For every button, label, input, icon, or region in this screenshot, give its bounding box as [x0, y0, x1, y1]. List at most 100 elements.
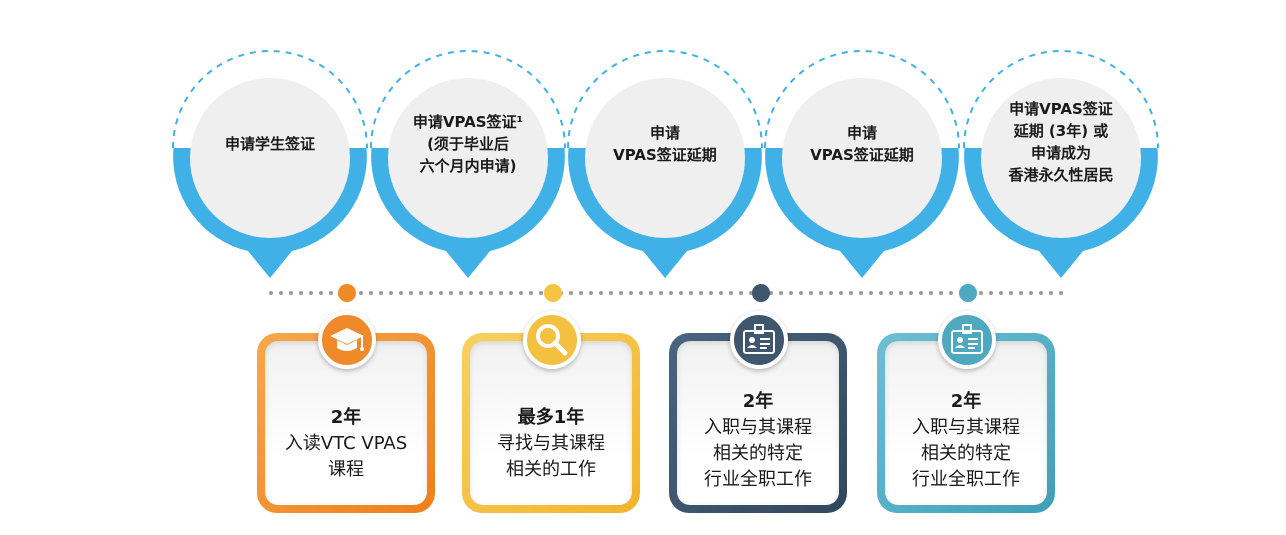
bubble-1-line-1: 申请学生签证	[224, 135, 315, 153]
timeline-dot	[329, 291, 333, 295]
timeline-dot	[569, 291, 573, 295]
timeline-dot	[369, 291, 373, 295]
timeline-dot	[819, 291, 823, 295]
bubble-3	[567, 50, 763, 278]
timeline-dot	[359, 291, 363, 295]
timeline-dot	[849, 291, 853, 295]
timeline-dot	[1059, 291, 1063, 295]
timeline-dot	[459, 291, 463, 295]
timeline-dot	[869, 291, 873, 295]
stage-4-title: 2年	[950, 391, 982, 412]
stage-4-line-1: 入职与其课程	[912, 417, 1020, 438]
timeline-dot	[289, 291, 293, 295]
timeline-dot	[399, 291, 403, 295]
stage-1-title: 2年	[330, 407, 362, 428]
timeline-dot	[529, 291, 533, 295]
stage-card-text: 2年 入读VTC VPAS 课程	[265, 405, 427, 483]
timeline-dot	[619, 291, 623, 295]
timeline-dot	[429, 291, 433, 295]
timeline-dot	[899, 291, 903, 295]
bubble-1-text: 申请学生签证	[195, 133, 345, 155]
timeline-dot	[599, 291, 603, 295]
timeline-dot	[1029, 291, 1033, 295]
timeline-dot	[1019, 291, 1023, 295]
badge-teal	[938, 311, 996, 369]
bubble-5-line-3: 申请成为	[1030, 144, 1091, 162]
stage-3-line-2: 相关的特定	[713, 443, 803, 464]
timeline-dot	[389, 291, 393, 295]
stage-card-panel: 2年 入职与其课程 相关的特定 行业全职工作	[885, 341, 1047, 505]
bubble-5-line-1: 申请VPAS签证	[1009, 100, 1113, 118]
timeline-dot	[909, 291, 913, 295]
stage-4-line-3: 行业全职工作	[912, 469, 1020, 490]
stage-1-line-1: 入读VTC VPAS	[284, 433, 408, 454]
timeline-dot	[919, 291, 923, 295]
timeline-dot	[889, 291, 893, 295]
stage-3-line-1: 入职与其课程	[704, 417, 812, 438]
bubble-4-line-2: VPAS签证延期	[810, 146, 914, 164]
timeline-dot	[769, 291, 773, 295]
timeline-dot	[499, 291, 503, 295]
stage-3-line-3: 行业全职工作	[704, 469, 812, 490]
timeline-dot	[299, 291, 303, 295]
timeline-dot	[409, 291, 413, 295]
timeline-marker-1	[338, 284, 356, 302]
timeline-dot	[949, 291, 953, 295]
timeline-dot	[739, 291, 743, 295]
timeline-dot	[839, 291, 843, 295]
bubble-2-line-1: 申请VPAS签证¹	[412, 113, 524, 131]
timeline-dot	[859, 291, 863, 295]
bubble-disk	[981, 78, 1141, 238]
timeline-dot	[539, 291, 543, 295]
bubble-5-line-2: 延期 (3年) 或	[1013, 122, 1109, 140]
timeline-dot	[589, 291, 593, 295]
timeline-dot	[699, 291, 703, 295]
timeline-dot	[489, 291, 493, 295]
id-badge-icon	[951, 324, 983, 354]
timeline-dot	[639, 291, 643, 295]
timeline-dot	[979, 291, 983, 295]
bubble-5	[963, 50, 1159, 278]
timeline-dot	[379, 291, 383, 295]
stage-1-line-2: 课程	[328, 459, 364, 480]
timeline-dot	[629, 291, 633, 295]
badge-slate	[730, 311, 788, 369]
timeline-dot	[309, 291, 313, 295]
stage-card-text: 2年 入职与其课程 相关的特定 行业全职工作	[677, 389, 839, 493]
timeline	[269, 284, 1063, 302]
timeline-dot	[579, 291, 583, 295]
timeline-dot	[449, 291, 453, 295]
graduation-cap-icon	[330, 328, 364, 351]
timeline-dot	[729, 291, 733, 295]
timeline-dot	[319, 291, 323, 295]
bubble-3-text: 申请 VPAS签证延期	[590, 122, 740, 166]
timeline-dot	[989, 291, 993, 295]
timeline-dot	[829, 291, 833, 295]
timeline-dot	[439, 291, 443, 295]
id-badge-icon	[743, 324, 775, 354]
bubble-2-line-3: 六个月内申请)	[419, 157, 517, 175]
stage-3-title: 2年	[742, 391, 774, 412]
badge-yellow	[523, 311, 581, 369]
timeline-dot	[649, 291, 653, 295]
bubble-2-text: 申请VPAS签证¹ (须于毕业后 六个月内申请)	[393, 111, 543, 177]
timeline-dot	[939, 291, 943, 295]
timeline-dot	[879, 291, 883, 295]
bubble-1	[172, 50, 368, 278]
stage-card-text: 2年 入职与其课程 相关的特定 行业全职工作	[885, 389, 1047, 493]
timeline-dot	[279, 291, 283, 295]
timeline-marker-2	[544, 284, 562, 302]
timeline-dot	[749, 291, 753, 295]
timeline-dot	[929, 291, 933, 295]
bubble-5-text: 申请VPAS签证 延期 (3年) 或 申请成为 香港永久性居民	[986, 98, 1136, 186]
timeline-dot	[509, 291, 513, 295]
timeline-dot	[1009, 291, 1013, 295]
timeline-dot	[789, 291, 793, 295]
timeline-dot	[519, 291, 523, 295]
timeline-dot	[469, 291, 473, 295]
timeline-dot	[719, 291, 723, 295]
stage-card-text: 最多1年 寻找与其课程 相关的工作	[470, 405, 632, 483]
bubble-3-line-1: 申请	[649, 124, 680, 142]
bubble-3-line-2: VPAS签证延期	[613, 146, 717, 164]
bubble-disk	[388, 78, 548, 238]
